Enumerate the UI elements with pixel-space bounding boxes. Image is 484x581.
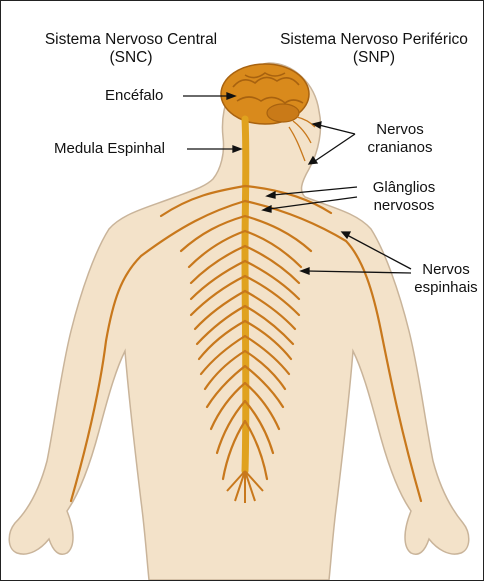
label-nervos-espinhais-line2: espinhais: [409, 279, 483, 297]
snp-header: Sistema Nervoso Periférico (SNP): [266, 31, 482, 67]
label-nervos-cranianos-line1: Nervos: [365, 121, 435, 139]
label-nervos-cranianos-line2: cranianos: [365, 139, 435, 157]
snc-title: Sistema Nervoso Central: [31, 31, 231, 49]
label-ganglios-nervosos: Glânglios nervosos: [359, 179, 449, 215]
brain: [221, 64, 309, 124]
snc-header: Sistema Nervoso Central (SNC): [31, 31, 231, 67]
label-encefalo: Encéfalo: [105, 87, 163, 105]
label-nervos-cranianos: Nervos cranianos: [365, 121, 435, 157]
label-ganglios-line2: nervosos: [359, 197, 449, 215]
spinal-cord: [245, 119, 246, 471]
snc-abbrev: (SNC): [31, 49, 231, 67]
label-nervos-espinhais-line1: Nervos: [409, 261, 483, 279]
snp-title: Sistema Nervoso Periférico: [266, 31, 482, 49]
label-nervos-espinhais: Nervos espinhais: [409, 261, 483, 297]
snp-abbrev: (SNP): [266, 49, 482, 67]
label-medula-espinhal: Medula Espinhal: [54, 140, 165, 158]
label-ganglios-line1: Glânglios: [359, 179, 449, 197]
